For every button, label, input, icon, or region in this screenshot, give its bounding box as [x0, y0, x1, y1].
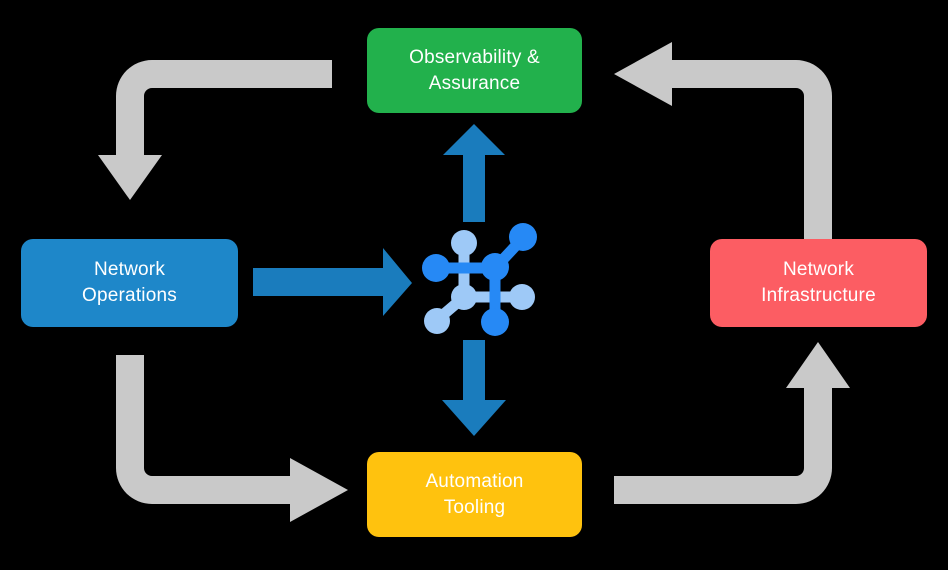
box-observability-label: Observability & Assurance — [409, 46, 540, 94]
icon-nodes-primary — [422, 223, 537, 336]
box-observability-assurance[interactable]: Observability & Assurance — [367, 28, 582, 113]
box-automation-tooling[interactable]: Automation Tooling — [367, 452, 582, 537]
arrow-infrastructure-to-observability — [614, 42, 832, 240]
arrow-center-to-automation — [442, 340, 506, 436]
arrow-automation-to-infrastructure — [614, 342, 850, 504]
arrow-operations-to-center — [253, 248, 412, 316]
box-automation-label: Automation Tooling — [425, 470, 524, 518]
icon-nodes-secondary — [424, 230, 535, 334]
arrow-operations-to-automation — [116, 355, 348, 522]
box-operations-label: Network Operations — [82, 259, 177, 306]
arrow-observability-to-operations — [98, 60, 332, 200]
arrow-center-to-observability — [443, 124, 505, 222]
box-infrastructure-label: Network Infrastructure — [761, 259, 876, 306]
box-network-operations[interactable]: Network Operations — [21, 239, 238, 327]
box-network-infrastructure[interactable]: Network Infrastructure — [710, 239, 927, 327]
